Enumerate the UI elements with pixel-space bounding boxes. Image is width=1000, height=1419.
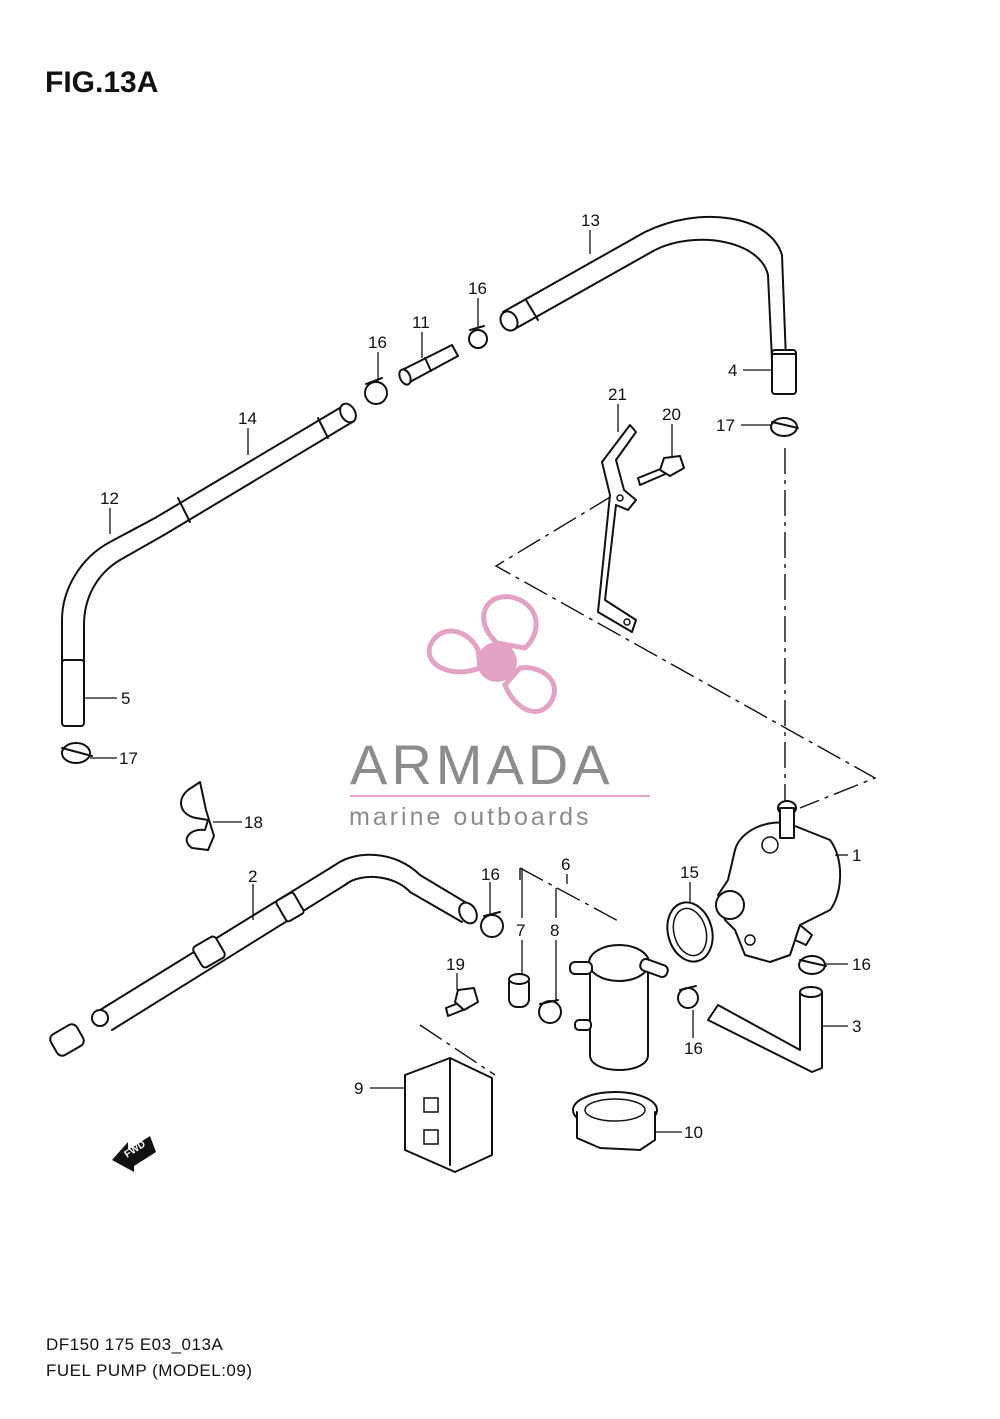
callout-leaders [84, 230, 848, 1133]
callout-16-upper: 16 [468, 279, 487, 298]
callout-10: 10 [684, 1123, 703, 1142]
callout-13: 13 [581, 211, 600, 230]
bolt-19 [445, 987, 479, 1017]
callout-8: 8 [550, 921, 559, 940]
callout-19: 19 [446, 955, 465, 974]
callout-4: 4 [728, 361, 737, 380]
fuel-filter-6 [569, 944, 669, 1071]
bracket-21 [597, 424, 637, 633]
hose-2 [49, 853, 478, 1057]
diagram-code: DF150 175 E03_013A [46, 1335, 223, 1354]
callout-20: 20 [662, 405, 681, 424]
hose-4 [771, 349, 797, 395]
filter-reference-line-a [519, 867, 621, 923]
callout-12: 12 [100, 489, 119, 508]
callout-2: 2 [248, 867, 257, 886]
hose-3 [707, 986, 823, 1073]
clamp-17-right [770, 417, 799, 437]
callout-6: 6 [561, 855, 570, 874]
watermark: ARMADA marine outboards [349, 594, 650, 831]
hose-14 [154, 402, 357, 536]
bolt-20 [637, 455, 685, 486]
callout-9: 9 [354, 1079, 363, 1098]
clamp-16-left [364, 377, 388, 405]
bracket-bolt-reference-line [419, 1024, 496, 1076]
clamp-17-left [61, 742, 93, 764]
clip-18 [180, 781, 215, 851]
hose-12 [61, 517, 165, 666]
callout-16-filter: 16 [481, 865, 500, 884]
fuel-pump-1 [715, 800, 842, 963]
callout-11: 11 [412, 313, 430, 332]
callout-17-lower: 17 [119, 749, 138, 768]
bracket-9 [404, 1057, 493, 1173]
clamp-16-pump [798, 955, 827, 975]
reference-lines [419, 448, 877, 1076]
callout-21: 21 [608, 385, 627, 404]
clamp-8 [538, 999, 562, 1024]
fwd-arrow: FWD [112, 1136, 156, 1172]
clamp-16-filter [480, 911, 504, 938]
spacer-7 [508, 973, 530, 1008]
connector-11 [398, 344, 459, 386]
callout-15: 15 [680, 863, 699, 882]
callout-16-left: 16 [368, 333, 387, 352]
figure-title: FIG.13A [45, 66, 158, 99]
hose-13 [499, 215, 787, 361]
callout-16-hose3: 16 [684, 1039, 703, 1058]
callout-17-upper: 17 [716, 416, 735, 435]
watermark-tagline: marine outboards [349, 803, 592, 831]
callout-7: 7 [516, 921, 525, 940]
watermark-brand: ARMADA [350, 733, 614, 796]
callout-3: 3 [852, 1017, 861, 1036]
diagram-caption: FUEL PUMP (MODEL:09) [46, 1361, 253, 1380]
callout-14: 14 [238, 409, 257, 428]
hose-5 [61, 659, 85, 727]
filter-holder-10 [572, 1091, 658, 1151]
propeller-logo [426, 594, 557, 714]
clamp-16-upper [468, 325, 488, 349]
callout-labels: 13 16 11 16 14 4 21 20 17 12 5 17 18 2 1… [100, 211, 871, 1142]
o-ring-15 [666, 901, 714, 963]
clamp-16-hose3 [677, 985, 699, 1009]
callout-16-pump: 16 [852, 955, 871, 974]
callout-18: 18 [244, 813, 263, 832]
callout-5: 5 [121, 689, 130, 708]
bracket-reference-line [494, 495, 877, 809]
callout-1: 1 [852, 846, 861, 865]
